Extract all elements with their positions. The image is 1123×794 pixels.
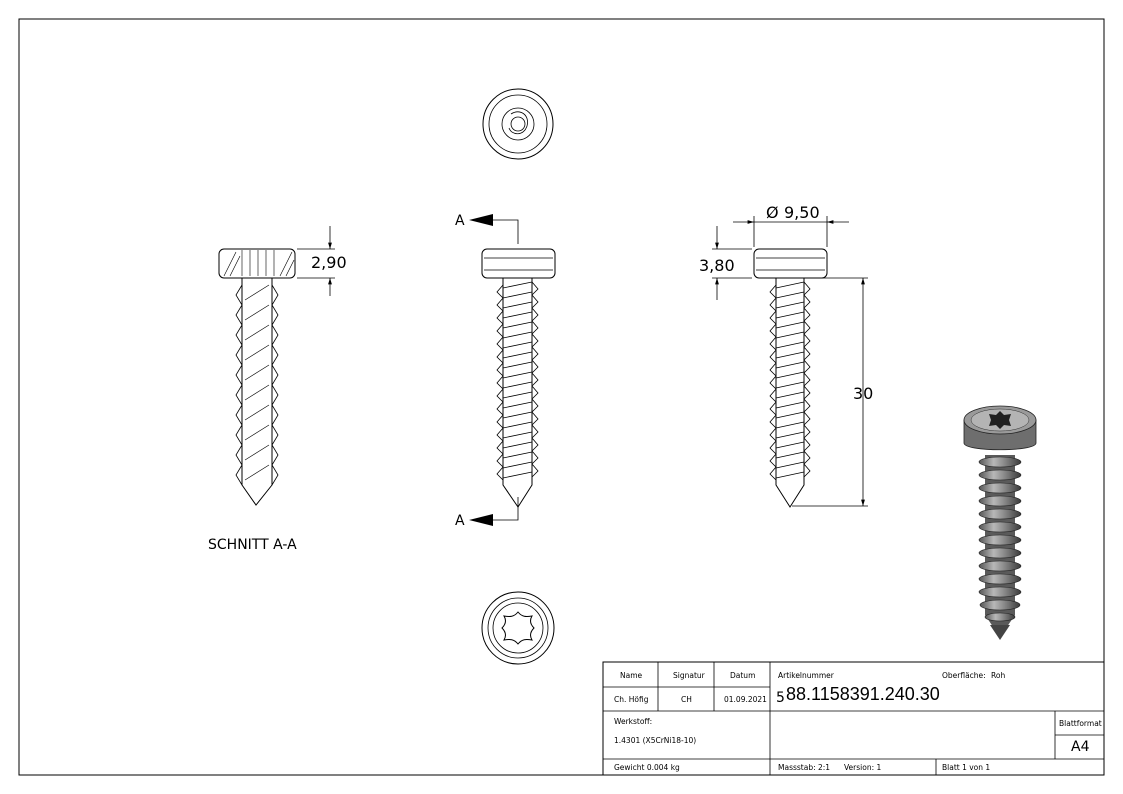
artikelnummer-prefix: 5 xyxy=(776,690,785,706)
artikelnummer-label: Artikelnummer xyxy=(778,671,835,680)
dim-head-height: 3,80 xyxy=(699,256,735,275)
header-signatur: Signatur xyxy=(673,671,706,680)
sheet-border xyxy=(18,18,1105,776)
top-view xyxy=(482,88,554,160)
werkstoff-label: Werkstoff: xyxy=(614,717,652,726)
section-title: SCHNITT A-A xyxy=(208,537,297,553)
header-datum: Datum xyxy=(730,671,755,680)
section-view: 2,90 SCHNITT A-A xyxy=(208,226,347,553)
screw-3d-render xyxy=(963,405,1037,640)
werkstoff-value: 1.4301 (X5CrNi18-10) xyxy=(614,736,696,745)
massstab: Massstab: 2:1 xyxy=(778,763,830,772)
blattformat-value: A4 xyxy=(1071,739,1090,755)
dim-head-diameter: 9,50 xyxy=(784,203,820,222)
title-block: Name Signatur Datum Ch. Höfig CH 01.09.2… xyxy=(602,661,1105,776)
section-marker-top: A xyxy=(455,213,465,229)
artikelnummer: 88.1158391.240.30 xyxy=(786,684,940,704)
author-name: Ch. Höfig xyxy=(614,695,649,704)
section-marker-bottom: A xyxy=(455,513,465,529)
bottom-view xyxy=(481,591,555,665)
dim-shank-length: 30 xyxy=(853,384,873,403)
side-view: Ø 9,50 3,80 30 xyxy=(699,203,873,508)
diameter-symbol: Ø xyxy=(766,203,779,222)
oberflaeche-value: Roh xyxy=(991,671,1005,680)
blatt: Blatt 1 von 1 xyxy=(942,763,990,772)
oberflaeche-label: Oberfläche: xyxy=(942,671,986,680)
author-signature: CH xyxy=(681,695,692,704)
front-view: A A xyxy=(455,213,556,529)
header-name: Name xyxy=(620,671,643,680)
gewicht: Gewicht 0.004 kg xyxy=(614,763,680,772)
dim-head-thickness: 2,90 xyxy=(311,253,347,272)
drawing-date: 01.09.2021 xyxy=(724,695,767,704)
blattformat-label: Blattformat xyxy=(1059,719,1102,728)
version: Version: 1 xyxy=(844,763,881,772)
